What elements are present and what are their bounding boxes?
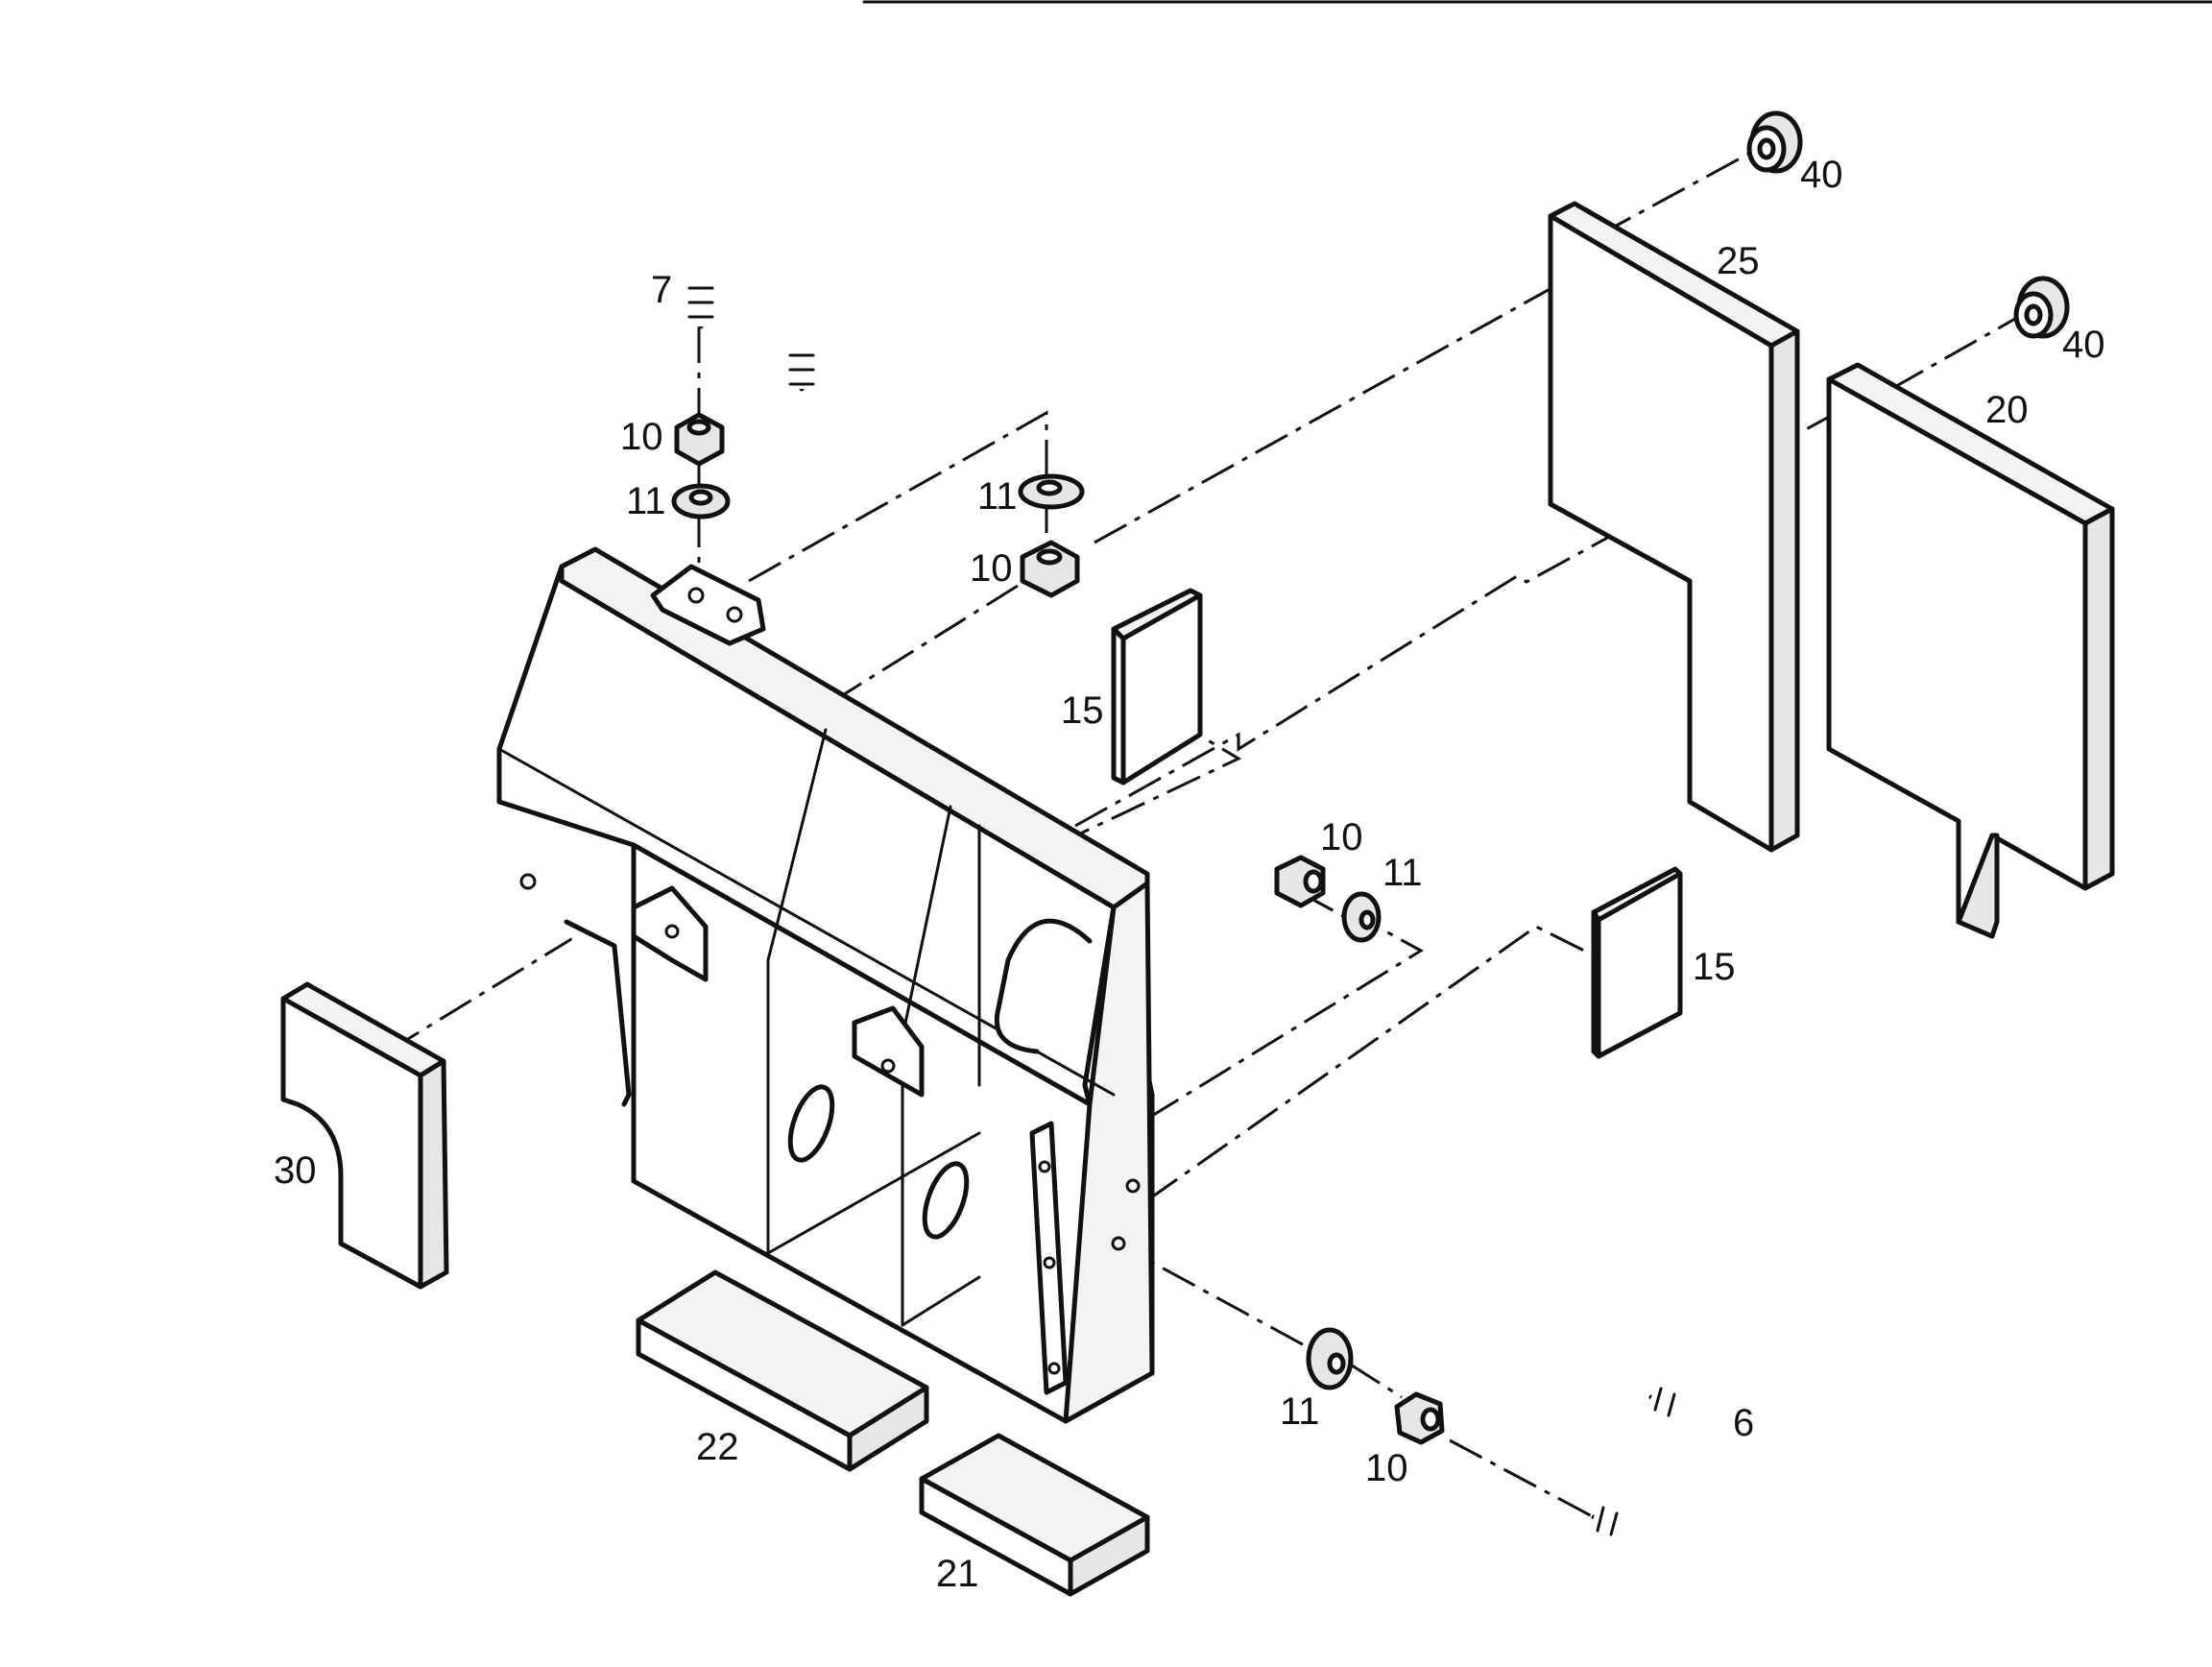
label-washer-mid-right: 11 xyxy=(1382,852,1423,894)
nut-10-bottom-icon xyxy=(1394,1391,1445,1445)
nut-10-top-left-icon xyxy=(674,412,725,467)
washer-11-mid-right-icon xyxy=(1341,891,1382,943)
label-u-bolt-top: 7 xyxy=(651,269,672,311)
label-washer-bottom: 11 xyxy=(1280,1390,1320,1433)
washer-11-bottom-icon xyxy=(1306,1327,1354,1390)
plate-20-icon xyxy=(1826,362,2115,939)
pad-15-lower-icon xyxy=(1591,866,1683,1059)
label-grommet-lower: 40 xyxy=(2062,324,2105,366)
block-21-icon xyxy=(919,1433,1150,1597)
label-pad-side-upper: 15 xyxy=(1061,689,1104,732)
label-plate-left: 30 xyxy=(274,1149,317,1192)
label-washer-top-mid: 11 xyxy=(977,475,1018,518)
label-nut-top-mid: 10 xyxy=(970,547,1013,590)
nut-10-top-mid-icon xyxy=(1020,540,1080,598)
label-nut-top-left: 10 xyxy=(620,416,663,458)
label-pad-side-lower: 15 xyxy=(1693,946,1736,988)
label-block-bottom-right: 21 xyxy=(936,1553,979,1595)
label-block-bottom-left: 22 xyxy=(696,1426,739,1468)
u-bolt-7-icon xyxy=(687,225,815,392)
label-plate-rear-large: 20 xyxy=(1985,389,2029,431)
main-housing xyxy=(496,546,1155,1424)
label-plate-rear: 25 xyxy=(1717,240,1760,282)
plate-30-icon xyxy=(280,981,449,1290)
label-u-bolt-bottom: 6 xyxy=(1733,1402,1754,1444)
label-nut-bottom: 10 xyxy=(1365,1447,1408,1489)
block-22-icon xyxy=(636,1269,929,1472)
grommet-40-lower-icon xyxy=(2013,276,2070,339)
nut-10-mid-right-icon xyxy=(1274,855,1326,908)
u-bolt-6-icon xyxy=(1591,1387,1767,1553)
label-washer-top-left: 11 xyxy=(626,480,666,522)
washer-11-top-mid-icon xyxy=(1018,473,1085,510)
plate-25-icon xyxy=(1548,201,1800,853)
washer-11-top-left-icon xyxy=(671,483,731,519)
pad-15-upper-icon xyxy=(1111,588,1203,785)
label-nut-mid-right: 10 xyxy=(1320,816,1363,858)
grommet-40-upper-icon xyxy=(1746,110,1803,174)
part-labels: 7 10 11 11 10 15 15 25 20 40 40 10 11 30… xyxy=(274,154,2105,1595)
label-grommet-upper: 40 xyxy=(1800,154,1843,196)
